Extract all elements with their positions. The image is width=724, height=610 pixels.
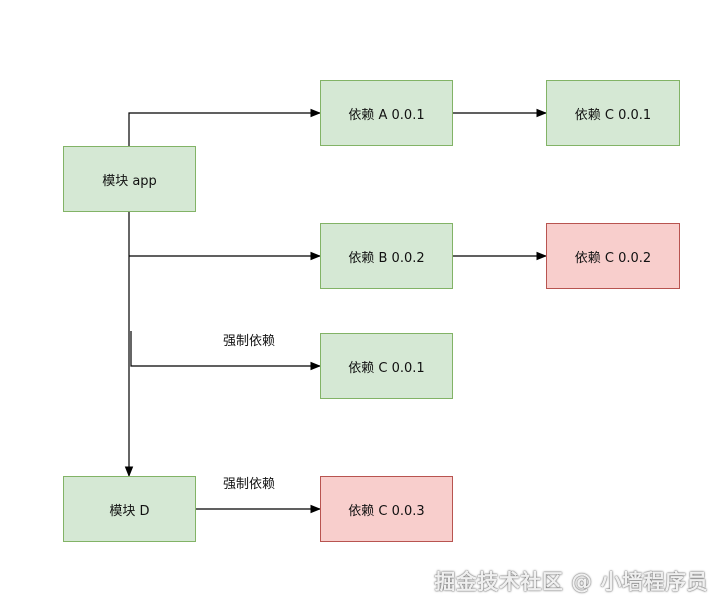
node-dep-b[interactable]: 依赖 B 0.0.2	[320, 223, 453, 289]
node-module-d[interactable]: 模块 D	[63, 476, 196, 542]
node-dep-c-001-via-a[interactable]: 依赖 C 0.0.1	[546, 80, 680, 146]
watermark: 掘金技术社区 @ 小墙程序员	[434, 570, 708, 594]
node-dep-a[interactable]: 依赖 A 0.0.1	[320, 80, 453, 146]
node-label: 依赖 C 0.0.1	[348, 360, 425, 376]
node-module-app[interactable]: 模块 app	[63, 146, 196, 212]
node-label: 依赖 C 0.0.3	[348, 503, 425, 519]
node-label: 依赖 A 0.0.1	[348, 107, 425, 123]
node-dep-c-001-forced[interactable]: 依赖 C 0.0.1	[320, 333, 453, 399]
node-label: 依赖 C 0.0.1	[574, 107, 652, 123]
node-label: 依赖 C 0.0.2	[574, 250, 652, 266]
edge-app-to-dep-a	[128, 108, 322, 146]
edge-label-forced-app: 强制依赖	[223, 334, 276, 349]
node-dep-c-003-forced[interactable]: 依赖 C 0.0.3	[320, 476, 453, 542]
node-label: 模块 app	[102, 173, 157, 189]
node-label: 依赖 B 0.0.2	[348, 250, 425, 266]
node-dep-c-002-via-b[interactable]: 依赖 C 0.0.2	[546, 223, 680, 289]
edge-label-forced-module-d: 强制依赖	[223, 477, 276, 492]
node-label: 模块 D	[109, 503, 150, 519]
edge-app-forced-dep-c	[130, 331, 322, 371]
